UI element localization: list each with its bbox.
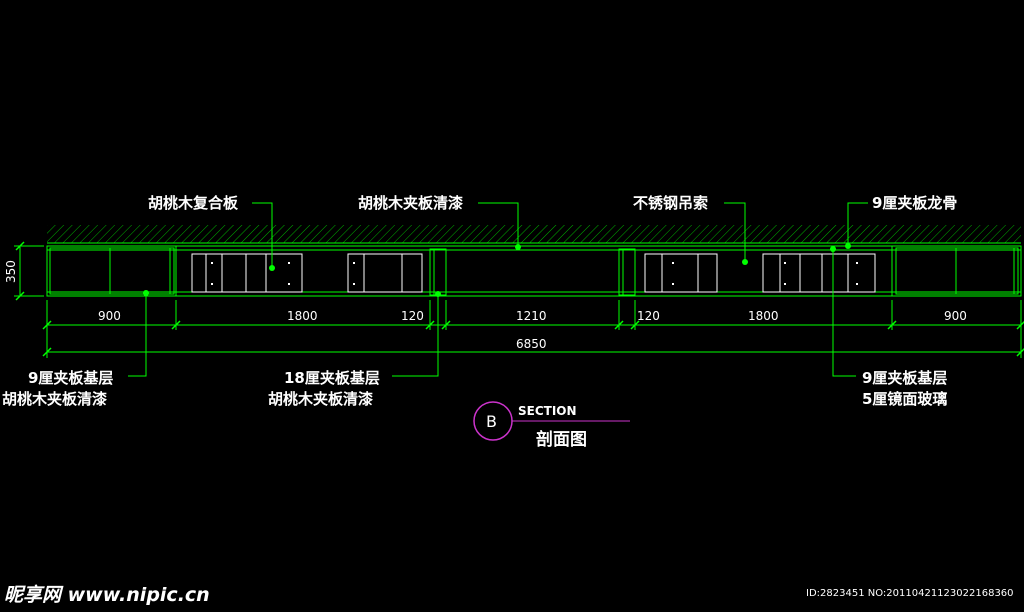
dim-seg-2: 1800 <box>287 309 318 323</box>
leader-dots <box>143 243 851 297</box>
label-left-bottom-2: 胡桃木夹板清漆 <box>2 390 107 408</box>
right-box <box>891 246 1019 296</box>
label-right-bottom-1: 9厘夹板基层 <box>862 369 947 387</box>
left-panels <box>191 253 423 293</box>
ceiling-hatch <box>47 225 1021 243</box>
dim-seg-5: 120 <box>637 309 660 323</box>
label-mid-bottom-2: 胡桃木夹板清漆 <box>268 390 373 408</box>
label-walnut-lacquer-top: 胡桃木夹板清漆 <box>358 194 463 212</box>
dim-seg-4: 1210 <box>516 309 547 323</box>
watermark-id: ID:2823451 NO:20110421123022168360 <box>806 588 1014 599</box>
left-box <box>49 246 177 296</box>
label-mid-bottom-1: 18厘夹板基层 <box>284 369 380 387</box>
left-narrow-box <box>429 248 447 296</box>
section-tag: SECTION <box>518 404 577 418</box>
label-right-bottom-2: 5厘镜面玻璃 <box>862 390 947 408</box>
watermark-site: 昵享网 www.nipic.cn <box>4 584 210 606</box>
dimension-ticks <box>15 241 1024 357</box>
leader-lines <box>128 202 868 377</box>
dim-seg-6: 1800 <box>748 309 779 323</box>
panel-knobs <box>211 262 858 285</box>
section-title: 剖面图 <box>536 429 587 450</box>
label-ply-keel: 9厘夹板龙骨 <box>872 194 957 212</box>
dimension-lines <box>14 245 1022 358</box>
label-steel-cable: 不锈钢吊索 <box>633 194 708 212</box>
dim-total: 6850 <box>516 337 547 351</box>
right-narrow-box <box>618 248 636 296</box>
label-walnut-composite: 胡桃木复合板 <box>148 194 239 212</box>
section-letter: B <box>486 412 497 431</box>
right-panels <box>644 253 876 293</box>
dim-seg-7: 900 <box>944 309 967 323</box>
dim-seg-3: 120 <box>401 309 424 323</box>
dim-seg-1: 900 <box>98 309 121 323</box>
label-left-bottom-1: 9厘夹板基层 <box>28 369 113 387</box>
dim-height: 350 <box>4 260 18 283</box>
